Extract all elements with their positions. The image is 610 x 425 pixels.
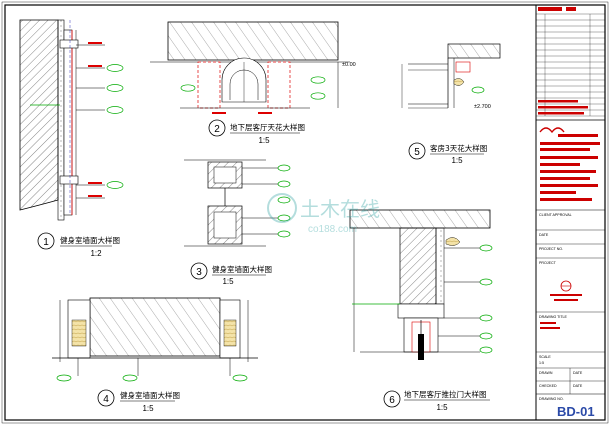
title-block: CLIENT APPROVAL DATE PROJECT NO. PROJECT…	[535, 5, 605, 420]
drawn-label: DRAWN	[539, 371, 553, 375]
company-logo	[539, 127, 565, 134]
scale-label: SCALE	[539, 355, 551, 359]
date-label-2: DATE	[573, 371, 583, 375]
watermark-subtext: co188.com	[308, 224, 357, 235]
detail-6-callout: 6 地下层客厅推拉门大样图 1:5	[383, 389, 490, 412]
detail-title: 地下层客厅推拉门大样图	[404, 389, 487, 399]
detail-number: 4	[103, 394, 109, 405]
detail-scale: 1:2	[90, 249, 102, 258]
detail-number: 1	[43, 237, 49, 248]
checked-label: CHECKED	[539, 384, 557, 388]
detail-5-drawing: ±2.700	[401, 43, 501, 110]
detail-6-drawing	[349, 209, 493, 360]
date-label-3: DATE	[573, 384, 583, 388]
sheet-border	[4, 4, 606, 421]
detail-title: 健身室墙面大样图	[212, 264, 272, 274]
detail-scale: 1:5	[451, 156, 463, 165]
detail-1-drawing	[19, 19, 124, 221]
detail-number-bubble	[37, 232, 55, 250]
detail-4-callout: 4 健身室墙面大样图 1:5	[97, 389, 180, 413]
detail-number: 2	[214, 124, 220, 135]
detail-title: 健身室墙面大样图	[120, 390, 180, 400]
detail-5-callout: 5 客房3天花大样图 1:5	[408, 142, 487, 165]
detail-4-drawing	[52, 297, 258, 382]
watermark-text: 土木在线	[300, 197, 380, 221]
dimension-text: ±2.700	[474, 104, 491, 110]
project-label: PROJECT	[539, 261, 557, 265]
project-no-label: PROJECT NO.	[539, 247, 563, 251]
drawing-no-label: DRAWING NO.	[539, 397, 564, 401]
detail-title: 地下层客厅天花大样图	[230, 122, 305, 132]
detail-scale: 1:5	[142, 404, 154, 413]
detail-scale: 1:5	[436, 403, 448, 412]
client-approval-label: CLIENT APPROVAL	[539, 213, 572, 217]
detail-number: 3	[196, 267, 202, 278]
detail-1-callout: 1 健身室墙面大样图 1:2	[37, 232, 120, 258]
drawing-number: BD-01	[557, 404, 595, 419]
project-emblem	[550, 280, 582, 301]
detail-2-callout: 2 地下层客厅天花大样图 1:5	[208, 119, 305, 145]
watermark: 土木在线 co188.com	[267, 193, 380, 235]
detail-number: 6	[389, 395, 395, 406]
detail-3-callout: 3 健身室墙面大样图 1:5	[190, 262, 272, 286]
detail-number: 5	[414, 147, 420, 158]
detail-title: 健身室墙面大样图	[60, 235, 120, 245]
detail-2-drawing: ±0.00	[150, 21, 356, 114]
scale-value: 1:5	[539, 361, 544, 365]
detail-scale: 1:5	[222, 277, 234, 286]
detail-scale: 1:5	[258, 136, 270, 145]
detail-title: 客房3天花大样图	[430, 143, 487, 153]
detail-3-drawing	[184, 159, 291, 247]
dimension-text: ±0.00	[342, 62, 356, 68]
drawing-title-label: DRAWING TITLE	[539, 315, 568, 319]
date-label: DATE	[539, 233, 549, 237]
